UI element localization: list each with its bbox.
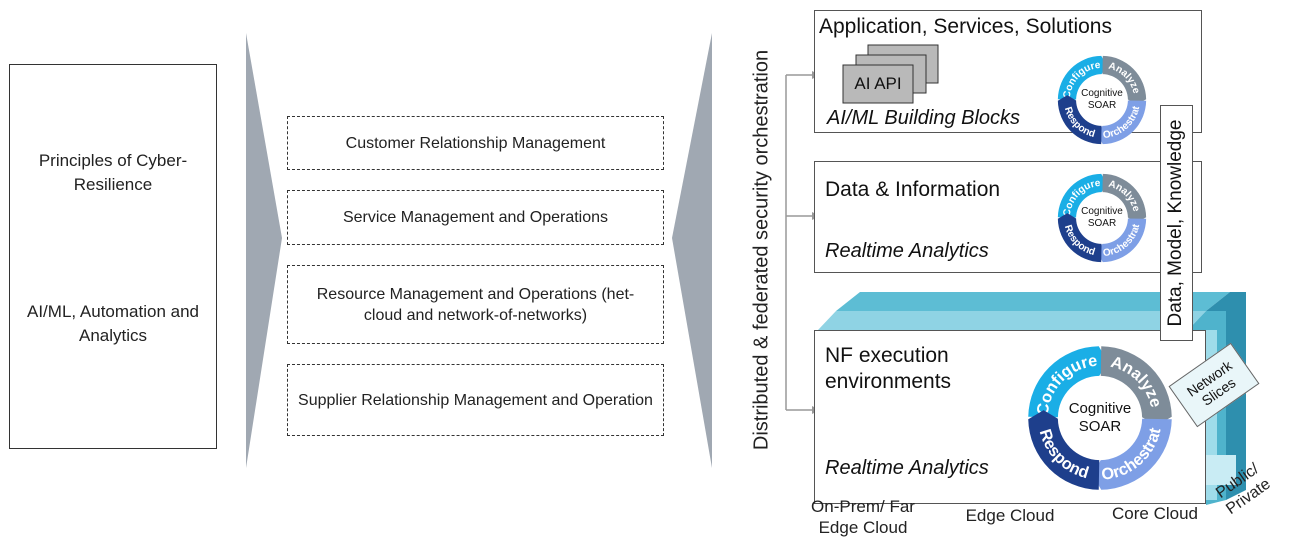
soar-segment-orchestrate xyxy=(1097,100,1147,145)
soar-segment-analyze xyxy=(1102,173,1147,223)
cloud-label-far-edge: On-Prem/ Far Edge Cloud xyxy=(811,497,915,537)
soar-segment-respond xyxy=(1057,95,1102,145)
aiml-label: AI/ML, Automation and Analytics xyxy=(27,302,199,345)
right-chevron xyxy=(672,33,712,468)
soar-segment-orchestrate xyxy=(1092,418,1172,490)
cloud-label-edge: Edge Cloud xyxy=(965,506,1055,525)
mgmt-service: Service Management and Operations xyxy=(287,190,664,245)
soar-segment-respond xyxy=(1057,213,1102,263)
soar-segment-orchestrate xyxy=(1097,218,1147,263)
soar-segment-analyze xyxy=(1100,346,1172,426)
nf-title: NF execution environments xyxy=(825,344,952,393)
soar-segment-configure xyxy=(1057,55,1107,100)
soar-center-app: Cognitive SOAR xyxy=(1081,88,1123,111)
cyber-resilience-panel: Principles of Cyber-Resilience AI/ML, Au… xyxy=(9,64,217,449)
soar-center-data: Cognitive SOAR xyxy=(1081,206,1123,229)
mgmt-label: Supplier Relationship Management and Ope… xyxy=(298,391,653,409)
data-title: Data & Information xyxy=(825,178,1001,201)
soar-segment-analyze xyxy=(1102,55,1147,105)
mgmt-label: Customer Relationship Management xyxy=(345,134,606,152)
soar-segment-respond xyxy=(1028,410,1100,490)
soar-segment-configure xyxy=(1057,173,1107,218)
mgmt-label: Resource Management and Operations (het-… xyxy=(316,285,635,324)
data-model-knowledge-label: Data, Model, Knowledge xyxy=(1165,119,1186,327)
soar-center-nf: Cognitive SOAR xyxy=(1068,400,1132,435)
ai-api-label: AI API xyxy=(854,74,902,93)
mgmt-customer-relationship: Customer Relationship Management xyxy=(287,116,664,170)
principles-label: Principles of Cyber-Resilience xyxy=(38,151,188,194)
app-subtitle: AI/ML Building Blocks xyxy=(827,107,1021,129)
data-subtitle: Realtime Analytics xyxy=(825,240,989,262)
mgmt-resource: Resource Management and Operations (het-… xyxy=(287,265,664,344)
app-title: Application, Services, Solutions xyxy=(819,15,1112,38)
left-chevron xyxy=(246,33,282,468)
data-model-knowledge-box xyxy=(1160,105,1193,341)
mgmt-label: Service Management and Operations xyxy=(342,209,609,226)
soar-segment-configure xyxy=(1028,346,1108,418)
soar-wheel-app: ConfigureAnalyzeOrchestrateRespond xyxy=(1057,55,1147,145)
soar-wheel-nf: ConfigureAnalyzeOrchestrateRespond xyxy=(1028,346,1172,490)
mgmt-supplier: Supplier Relationship Management and Ope… xyxy=(287,364,664,436)
soar-wheel-data: ConfigureAnalyzeOrchestrateRespond xyxy=(1057,173,1147,263)
nf-subtitle: Realtime Analytics xyxy=(825,457,989,479)
cloud-label-core: Core Cloud xyxy=(1112,504,1198,523)
